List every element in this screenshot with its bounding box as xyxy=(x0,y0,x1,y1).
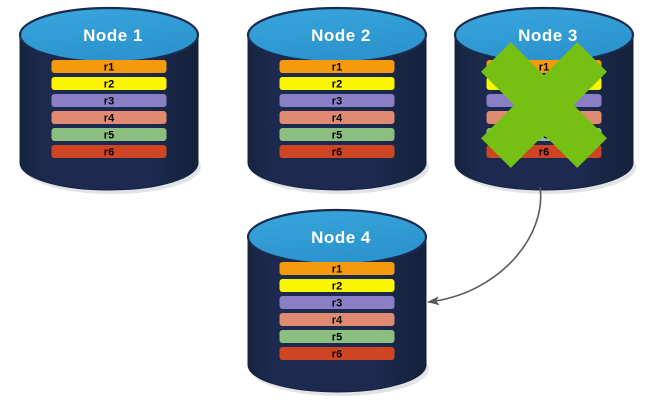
cross-stroke-b xyxy=(481,42,607,168)
row-bar-r3 xyxy=(279,296,395,309)
row-label-r4: r4 xyxy=(104,112,115,124)
row-label-r5: r5 xyxy=(104,129,114,141)
row-label-r3: r3 xyxy=(332,297,342,309)
row-bar-r4 xyxy=(51,111,167,124)
replication-arrow xyxy=(427,186,542,306)
node-title-node-1: Node 1 xyxy=(83,26,143,45)
node-title-node-4: Node 4 xyxy=(311,228,371,247)
data-row: r2 xyxy=(279,279,395,292)
row-bar-r4 xyxy=(279,313,395,326)
row-label-r1: r1 xyxy=(332,263,342,275)
row-label-r5: r5 xyxy=(539,129,549,141)
row-bar-r2 xyxy=(279,77,395,90)
row-bar-r4 xyxy=(279,111,395,124)
row-bar-r3 xyxy=(51,94,167,107)
row-bar-r1 xyxy=(51,60,167,73)
data-row: r4 xyxy=(279,111,395,124)
data-row: r6 xyxy=(51,145,167,158)
node-title-node-3: Node 3 xyxy=(518,26,578,45)
data-row: r1 xyxy=(51,60,167,73)
row-label-r2: r2 xyxy=(332,280,342,292)
data-row: r2 xyxy=(279,77,395,90)
data-row: r5 xyxy=(279,128,395,141)
row-bar-r5 xyxy=(279,128,395,141)
data-row: r5 xyxy=(279,330,395,343)
row-bar-r5 xyxy=(51,128,167,141)
data-row: r2 xyxy=(51,77,167,90)
row-bar-r2 xyxy=(279,279,395,292)
data-row: r4 xyxy=(279,313,395,326)
data-row: r3 xyxy=(279,296,395,309)
row-label-r1: r1 xyxy=(332,61,342,73)
data-row: r5 xyxy=(51,128,167,141)
data-row: r1 xyxy=(279,262,395,275)
nodes-layer: r1 r2 r3 r4 r5 r6 Node 1 r1 r2 r3 r4 r5 r6 Node 2 r1 r2… xyxy=(18,6,636,396)
row-label-r6: r6 xyxy=(332,146,342,158)
data-row: r6 xyxy=(279,145,395,158)
row-bar-r6 xyxy=(279,347,395,360)
row-label-r3: r3 xyxy=(332,95,342,107)
node-1[interactable]: r1 r2 r3 r4 r5 r6 Node 1 xyxy=(18,6,201,194)
data-row: r3 xyxy=(51,94,167,107)
row-label-r5: r5 xyxy=(332,129,342,141)
data-row: r6 xyxy=(279,347,395,360)
row-label-r6: r6 xyxy=(332,348,342,360)
row-bar-r3 xyxy=(279,94,395,107)
row-label-r1: r1 xyxy=(539,61,549,73)
row-bar-r1 xyxy=(279,60,395,73)
node-2[interactable]: r1 r2 r3 r4 r5 r6 Node 2 xyxy=(246,6,429,194)
green-x-cross xyxy=(481,42,607,168)
data-row: r4 xyxy=(51,111,167,124)
row-bar-r2 xyxy=(51,77,167,90)
data-row: r3 xyxy=(279,94,395,107)
row-bar-r1 xyxy=(279,262,395,275)
row-label-r2: r2 xyxy=(332,78,342,90)
row-label-r1: r1 xyxy=(104,61,114,73)
row-label-r4: r4 xyxy=(332,314,343,326)
data-row: r1 xyxy=(279,60,395,73)
arrow-layer xyxy=(427,186,542,306)
row-bar-r6 xyxy=(279,145,395,158)
row-label-r6: r6 xyxy=(104,146,114,158)
row-label-r2: r2 xyxy=(104,78,114,90)
row-label-r6: r6 xyxy=(539,146,549,158)
row-bar-r5 xyxy=(279,330,395,343)
node-title-node-2: Node 2 xyxy=(311,26,371,45)
row-bar-r6 xyxy=(51,145,167,158)
row-label-r5: r5 xyxy=(332,331,342,343)
row-label-r3: r3 xyxy=(104,95,114,107)
row-label-r4: r4 xyxy=(332,112,343,124)
node-4[interactable]: r1 r2 r3 r4 r5 r6 Node 4 xyxy=(246,208,429,396)
